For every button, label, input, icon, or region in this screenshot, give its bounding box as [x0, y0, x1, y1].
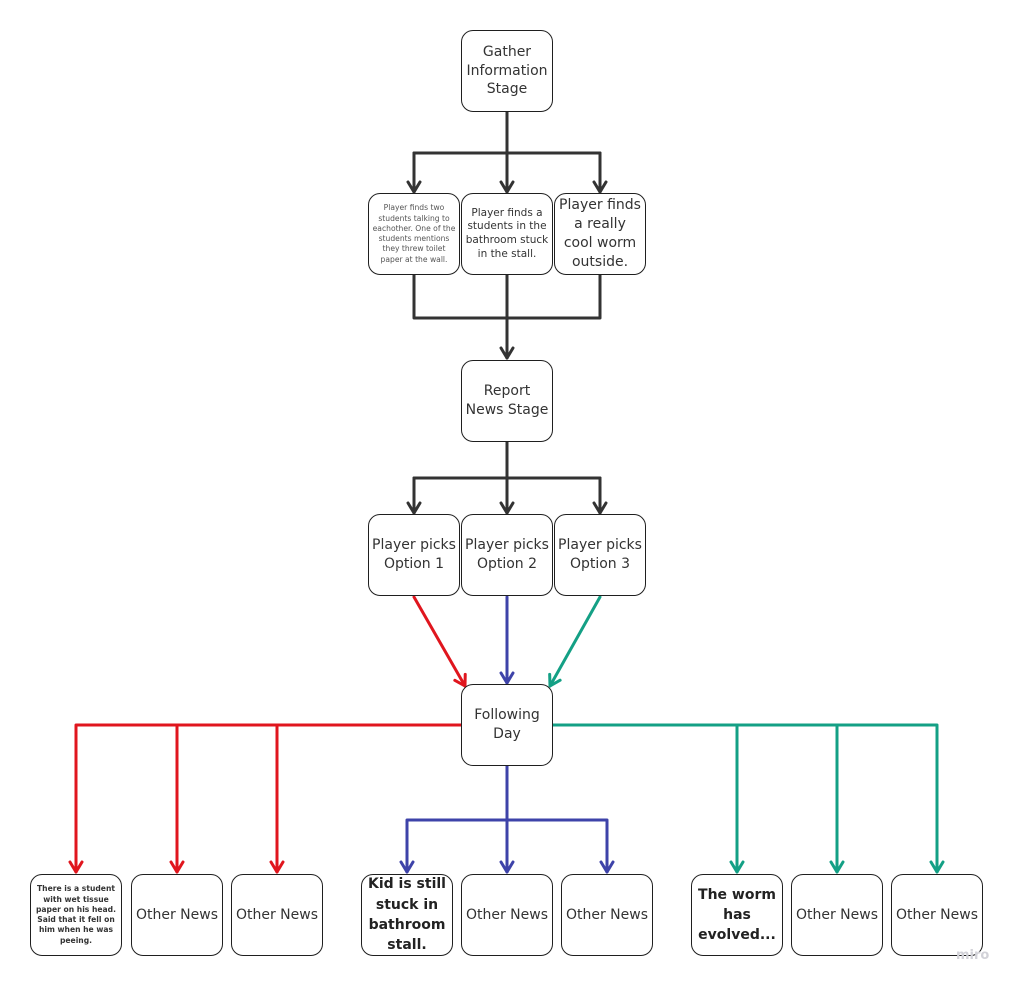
option-2-node[interactable]: Player picks Option 2 — [461, 514, 553, 596]
clue-2-label: Player finds a students in the bathroom … — [465, 206, 549, 260]
news-a2-label: Other News — [135, 906, 219, 923]
news-a1-label: There is a student with wet tissue paper… — [36, 884, 116, 945]
connector-day-green-1-arrowhead — [729, 860, 745, 874]
news-c2-label: Other News — [795, 906, 879, 923]
clue-1-label: Player finds two students talking to eac… — [372, 203, 456, 264]
option-1-label: Player picks Option 1 — [372, 537, 456, 572]
clue-node-student-stuck[interactable]: Player finds a students in the bathroom … — [461, 193, 553, 275]
connector-gather-to-clue2-arrowhead — [499, 180, 515, 194]
connector-option3-to-day — [548, 595, 602, 688]
miro-watermark: miro — [956, 948, 990, 963]
connector-day-blue-1-arrowhead — [399, 860, 415, 874]
connector-day-blue-2-arrowhead — [499, 860, 515, 874]
connector-day-green-2-arrowhead — [829, 860, 845, 874]
connector-day-blue-3-arrowhead — [599, 860, 615, 874]
news-node-wet-tissue[interactable]: There is a student with wet tissue paper… — [30, 874, 122, 956]
news-node-other-c3[interactable]: Other News — [891, 874, 983, 956]
news-c3-label: Other News — [895, 906, 979, 923]
news-node-kid-stuck[interactable]: Kid is still stuck in bathroom stall. — [361, 874, 453, 956]
news-node-other-b2[interactable]: Other News — [461, 874, 553, 956]
connector-gather-to-clue3-arrowhead — [592, 180, 608, 194]
gather-stage-label: Gather Information Stage — [466, 43, 548, 98]
connector-report-to-option3-arrowhead — [592, 501, 608, 515]
connector-day-red-3-arrowhead — [269, 860, 285, 874]
connector-day-red-bus-arrowhead — [68, 860, 84, 874]
report-news-stage-node[interactable]: Report News Stage — [461, 360, 553, 442]
gather-information-stage-node[interactable]: Gather Information Stage — [461, 30, 553, 112]
connector-gather-to-clue1-arrowhead — [406, 180, 422, 194]
news-b2-label: Other News — [465, 906, 549, 923]
news-node-other-a3[interactable]: Other News — [231, 874, 323, 956]
news-node-other-a2[interactable]: Other News — [131, 874, 223, 956]
connector-option1-to-day — [412, 595, 467, 688]
news-a3-label: Other News — [235, 906, 319, 923]
connector-day-red-bus — [74, 723, 463, 874]
option-1-node[interactable]: Player picks Option 1 — [368, 514, 460, 596]
connector-report-to-option2-arrowhead — [499, 501, 515, 515]
connector-day-red-2-arrowhead — [169, 860, 185, 874]
news-node-other-c2[interactable]: Other News — [791, 874, 883, 956]
connector-option2-to-day-arrowhead — [499, 671, 515, 685]
news-b3-label: Other News — [565, 906, 649, 923]
following-day-node[interactable]: Following Day — [461, 684, 553, 766]
connector-option3-to-day-arrowhead — [548, 672, 562, 688]
option-2-label: Player picks Option 2 — [465, 537, 549, 572]
option-3-label: Player picks Option 3 — [558, 537, 642, 572]
news-b1-label: Kid is still stuck in bathroom stall. — [368, 876, 446, 954]
news-node-other-b3[interactable]: Other News — [561, 874, 653, 956]
clue-3-label: Player finds a really cool worm outside. — [559, 197, 641, 270]
connector-day-green-bus-arrowhead — [929, 860, 945, 874]
clue-node-cool-worm[interactable]: Player finds a really cool worm outside. — [554, 193, 646, 275]
clue-node-students-talking[interactable]: Player finds two students talking to eac… — [368, 193, 460, 275]
connector-report-to-option1-arrowhead — [406, 501, 422, 515]
connector-day-green-bus — [551, 723, 939, 874]
option-3-node[interactable]: Player picks Option 3 — [554, 514, 646, 596]
news-c1-label: The worm has evolved... — [698, 886, 776, 944]
connector-merge-to-report-arrowhead — [499, 346, 515, 360]
following-day-label: Following Day — [474, 707, 540, 742]
report-stage-label: Report News Stage — [465, 383, 549, 418]
news-node-worm-evolved[interactable]: The worm has evolved... — [691, 874, 783, 956]
